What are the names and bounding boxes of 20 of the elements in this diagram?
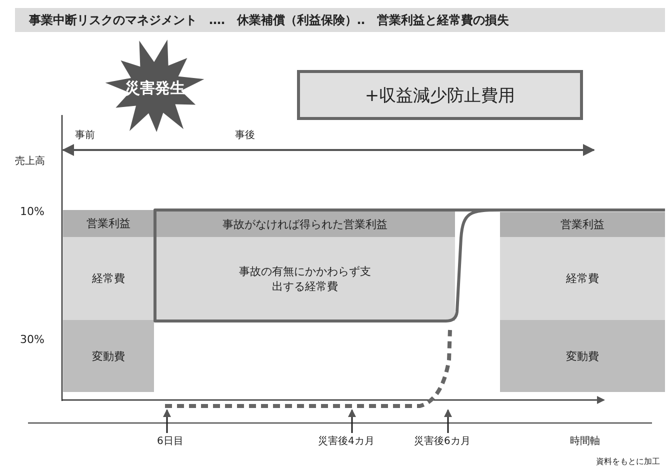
- cost-box: +収益減少防止費用: [297, 70, 583, 120]
- cost-band: 変動費: [500, 320, 665, 392]
- tick-label: 30%: [20, 333, 44, 346]
- title-bar: 事業中断リスクのマネジメント ‥‥ 休業補償（利益保険）‥ 営業利益と経常費の損失: [15, 8, 665, 32]
- period-label: 事前: [75, 128, 95, 142]
- axis-label: 売上高: [15, 154, 45, 168]
- time-label: 災害後6カ月: [414, 434, 470, 448]
- cost-band: 営業利益: [63, 210, 154, 237]
- source-note: 資料をもとに加工: [596, 456, 660, 467]
- cost-band: 事故がなければ得られた営業利益: [155, 211, 455, 237]
- cost-band: 営業利益: [500, 212, 665, 237]
- cost-band: 変動費: [63, 320, 154, 392]
- cost-band: 経常費: [63, 237, 154, 320]
- period-label: 事後: [235, 128, 255, 142]
- tick-label: 10%: [20, 205, 44, 218]
- time-label: 6日目: [157, 435, 184, 448]
- axis-label: 時間軸: [570, 434, 600, 448]
- time-label: 災害後4カ月: [318, 434, 374, 448]
- cost-band: 経常費: [500, 237, 665, 320]
- cost-band: 事故の有無にかかわらず支出する経常費: [155, 237, 455, 321]
